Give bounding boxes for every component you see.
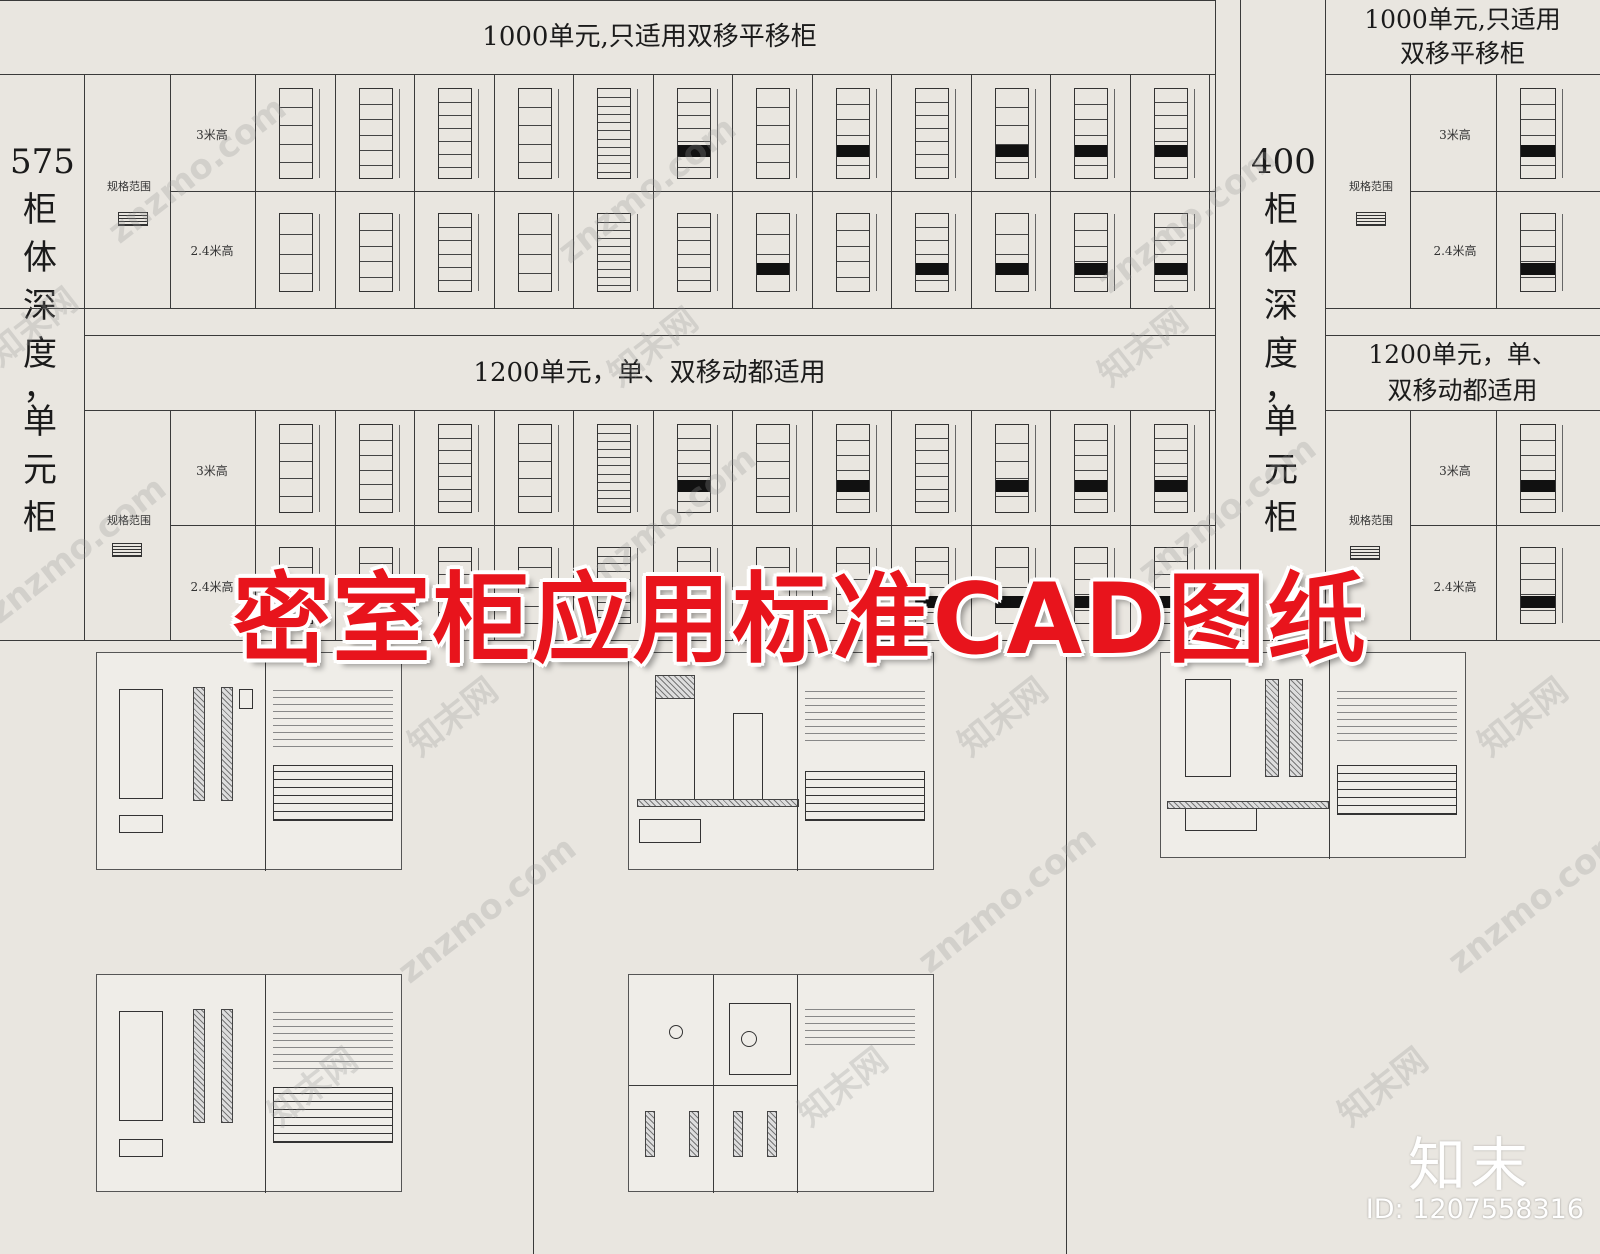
row-label-24m: 2.4米高 xyxy=(1433,244,1477,258)
watermark-text: znzmo.com xyxy=(390,828,585,992)
spec-range-label: 规格范围 xyxy=(107,514,151,527)
vertical-title-575: 575 柜 体 深 度 ， 单 元 柜 xyxy=(10,142,75,538)
cabinet-elevation xyxy=(915,547,956,624)
spec-range-icon xyxy=(112,543,142,557)
spec-range-icon xyxy=(118,212,148,226)
cabinet-elevation xyxy=(279,213,320,292)
spec-range-label: 规格范围 xyxy=(1349,514,1393,527)
image-id: ID: 1207558316 xyxy=(1365,1194,1584,1225)
cabinet-elevation xyxy=(359,547,400,624)
cabinet-elevation xyxy=(995,88,1036,179)
cabinet-elevation xyxy=(995,547,1036,624)
cabinet-elevation xyxy=(1520,424,1563,513)
cabinet-elevation xyxy=(1154,424,1195,513)
spec-range-icon xyxy=(1350,546,1380,560)
cabinet-elevation xyxy=(438,547,479,624)
cabinet-elevation xyxy=(1154,213,1195,292)
section-1200-title: 1200单元，单、双移动都适用 xyxy=(473,357,826,388)
row-label-3m: 3米高 xyxy=(1439,464,1471,478)
cabinet-elevation xyxy=(995,424,1036,513)
row-label-24m: 2.4米高 xyxy=(190,244,234,258)
cabinet-elevation xyxy=(597,424,638,513)
cabinet-elevation xyxy=(756,88,797,179)
cabinet-elevation xyxy=(915,88,956,179)
cabinet-elevation xyxy=(915,213,956,292)
watermark-text: znzmo.com xyxy=(100,88,295,252)
cabinet-elevation xyxy=(518,88,559,179)
cabinet-elevation xyxy=(1520,213,1563,292)
cabinet-elevation xyxy=(597,547,638,624)
watermark-text: znzmo.com xyxy=(550,108,745,272)
cabinet-elevation xyxy=(915,424,956,513)
cabinet-elevation xyxy=(279,547,320,624)
row-label-24m: 2.4米高 xyxy=(190,580,234,594)
brand-logo: 知末 xyxy=(1407,1131,1532,1199)
cabinet-elevation xyxy=(1520,547,1563,624)
cabinet-elevation xyxy=(438,88,479,179)
cabinet-elevation xyxy=(677,424,718,513)
cabinet-elevation xyxy=(836,88,877,179)
detail-sheet-preview xyxy=(628,974,934,1193)
detail-sheet-preview xyxy=(96,974,402,1193)
spec-range-icon xyxy=(1356,212,1386,226)
section-1000-title: 1000单元,只适用双移平移柜 xyxy=(482,22,817,52)
cabinet-elevation xyxy=(279,424,320,513)
cabinet-elevation xyxy=(995,213,1036,292)
detail-sheet-preview xyxy=(96,652,402,871)
banner-title: 密室柜应用标准CAD图纸 xyxy=(232,563,1368,677)
row-label-3m: 3米高 xyxy=(196,464,228,478)
cabinet-elevation xyxy=(1154,88,1195,179)
section-1000-title-400: 1000单元,只适用 双移平移柜 xyxy=(1364,5,1561,68)
cabinet-elevation xyxy=(836,424,877,513)
row-label-3m: 3米高 xyxy=(1439,128,1471,142)
cabinet-elevation xyxy=(518,424,559,513)
cabinet-elevation xyxy=(677,213,718,292)
cabinet-elevation xyxy=(518,547,559,624)
cabinet-elevation xyxy=(1074,547,1115,624)
row-label-3m: 3米高 xyxy=(196,128,228,142)
cabinet-elevation xyxy=(359,88,400,179)
cabinet-elevation xyxy=(677,88,718,179)
row-label-24m: 2.4米高 xyxy=(1433,580,1477,594)
cabinet-elevation xyxy=(1154,547,1195,624)
detail-sheet-preview xyxy=(628,652,934,871)
spec-range-label: 规格范围 xyxy=(107,180,151,193)
cabinet-elevation xyxy=(597,213,638,292)
detail-sheet-preview xyxy=(1160,652,1466,859)
cabinet-elevation xyxy=(518,213,559,292)
spec-range-label: 规格范围 xyxy=(1349,180,1393,193)
cabinet-elevation xyxy=(359,424,400,513)
cabinet-elevation xyxy=(756,424,797,513)
watermark-text: znzmo.com xyxy=(910,818,1105,982)
cabinet-elevation xyxy=(756,547,797,624)
cabinet-elevation xyxy=(438,424,479,513)
cabinet-elevation xyxy=(1074,424,1115,513)
vertical-title-400: 400 柜 体 深 度 ， 单 元 柜 xyxy=(1251,142,1316,538)
cabinet-elevation xyxy=(836,213,877,292)
cabinet-elevation xyxy=(836,547,877,624)
cabinet-elevation xyxy=(1520,88,1563,179)
cabinet-elevation xyxy=(359,213,400,292)
cabinet-elevation xyxy=(597,88,638,179)
cabinet-elevation xyxy=(756,213,797,292)
section-1200-title-400: 1200单元，单、 双移动都适用 xyxy=(1368,339,1557,405)
cabinet-elevation xyxy=(1074,213,1115,292)
cabinet-elevation xyxy=(438,213,479,292)
cabinet-elevation xyxy=(279,88,320,179)
cabinet-elevation xyxy=(677,547,718,624)
cabinet-elevation xyxy=(1074,88,1115,179)
